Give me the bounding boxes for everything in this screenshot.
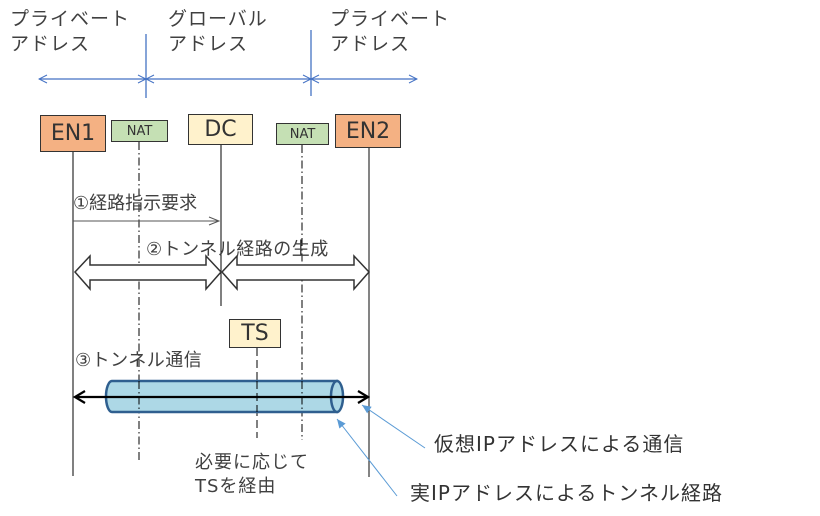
- node-en1: EN1: [40, 115, 106, 152]
- ts-note-line1: 必要に応じて: [195, 452, 309, 473]
- ts-note: 必要に応じて TSを経由: [195, 451, 309, 499]
- zone-label-line1: プライベート: [10, 8, 131, 30]
- zone-label-line1: プライベート: [330, 8, 451, 30]
- node-nat1-label: NAT: [126, 123, 153, 139]
- zone-label-line1: グローバル: [168, 8, 268, 30]
- zone-label-line2: アドレス: [168, 33, 249, 55]
- zone-label-private-left: プライベート アドレス: [10, 7, 130, 57]
- node-dc-label: DC: [204, 117, 237, 142]
- step2-label: ②トンネル経路の生成: [146, 239, 329, 260]
- node-en2: EN2: [335, 114, 401, 148]
- node-ts-label: TS: [241, 321, 269, 346]
- step2-double-arrow-right: [220, 254, 371, 291]
- callout-real-ip: [336, 418, 398, 497]
- step1-label: ①経路指示要求: [73, 193, 198, 214]
- node-en1-label: EN1: [50, 121, 96, 146]
- node-dc: DC: [188, 114, 253, 145]
- node-nat1: NAT: [111, 120, 168, 142]
- zone-label-line2: アドレス: [10, 33, 91, 55]
- node-ts: TS: [229, 319, 281, 348]
- virtual-ip-label: 仮想IPアドレスによる通信: [434, 432, 685, 456]
- callout-virtual-ip: [361, 404, 426, 449]
- ts-note-line2: TSを経由: [195, 476, 277, 497]
- real-ip-label: 実IPアドレスによるトンネル経路: [410, 481, 723, 505]
- zone-label-line2: アドレス: [330, 33, 411, 55]
- step3-label: ③トンネル通信: [75, 350, 203, 371]
- zone-label-private-right: プライベート アドレス: [330, 7, 450, 57]
- zone-label-global: グローバル アドレス: [168, 7, 268, 57]
- node-nat2: NAT: [276, 123, 329, 145]
- node-en2-label: EN2: [345, 118, 391, 144]
- node-nat2-label: NAT: [289, 126, 316, 142]
